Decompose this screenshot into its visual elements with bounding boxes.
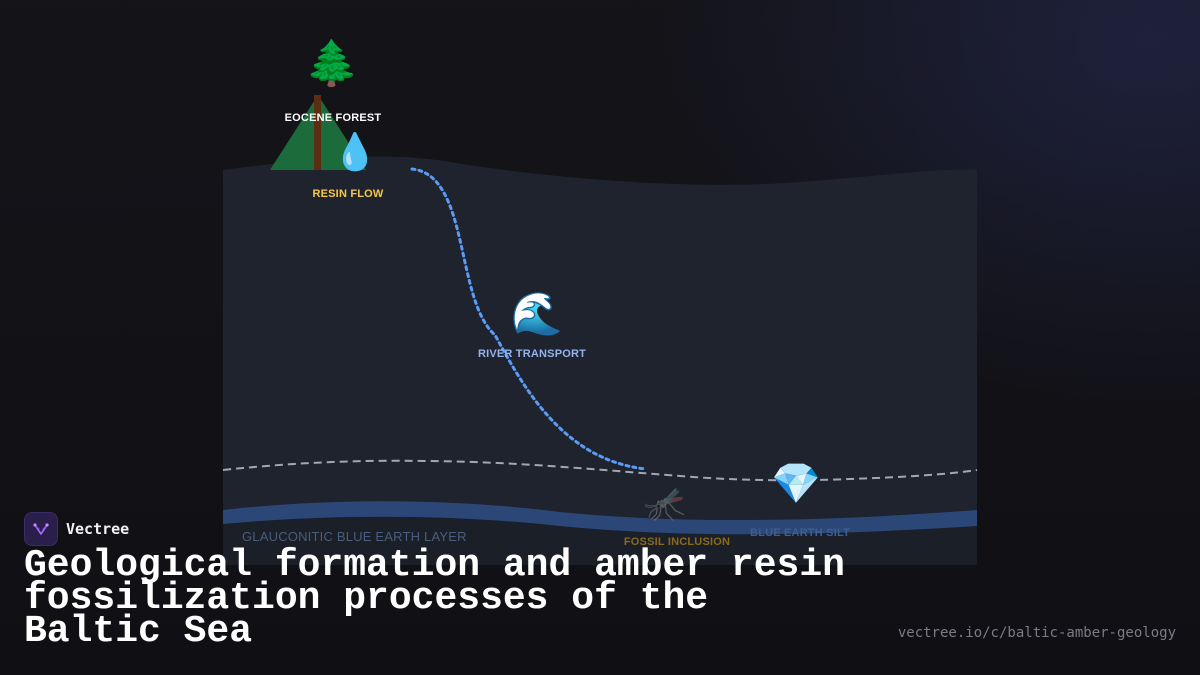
lower-sediment-band [223, 508, 977, 565]
page-title: Geological formation and amber resin fos… [24, 544, 845, 653]
blue-earth-silt-label: BLUE EARTH SILT [750, 527, 850, 539]
fossil-inclusion-label: FOSSIL INCLUSION [623, 536, 731, 548]
brand-name: Vectree [66, 520, 130, 538]
gem-icon: 💎 [771, 461, 821, 507]
blue-earth-layer-label: GLAUCONITIC BLUE EARTH LAYER [242, 529, 467, 544]
water-wave-icon: 🌊 [510, 289, 564, 338]
tree-trunk-shape [314, 95, 321, 170]
mosquito-icon: 🦟 [643, 484, 687, 524]
sediment-block [223, 156, 977, 566]
vectree-logo-icon [24, 512, 58, 546]
blue-earth-layer [223, 501, 977, 535]
resin-flow-label: RESIN FLOW [312, 188, 384, 200]
brand: Vectree [24, 512, 129, 546]
eocene-forest-label: EOCENE FOREST [284, 112, 382, 124]
evergreen-tree-icon: 🌲 [304, 38, 360, 89]
stratum-boundary-line [222, 459, 978, 482]
resin-transport-path [410, 167, 648, 471]
page-url: vectree.io/c/baltic-amber-geology [897, 625, 1176, 641]
river-transport-label: RIVER TRANSPORT [477, 348, 587, 360]
droplet-icon: 💧 [332, 132, 378, 173]
